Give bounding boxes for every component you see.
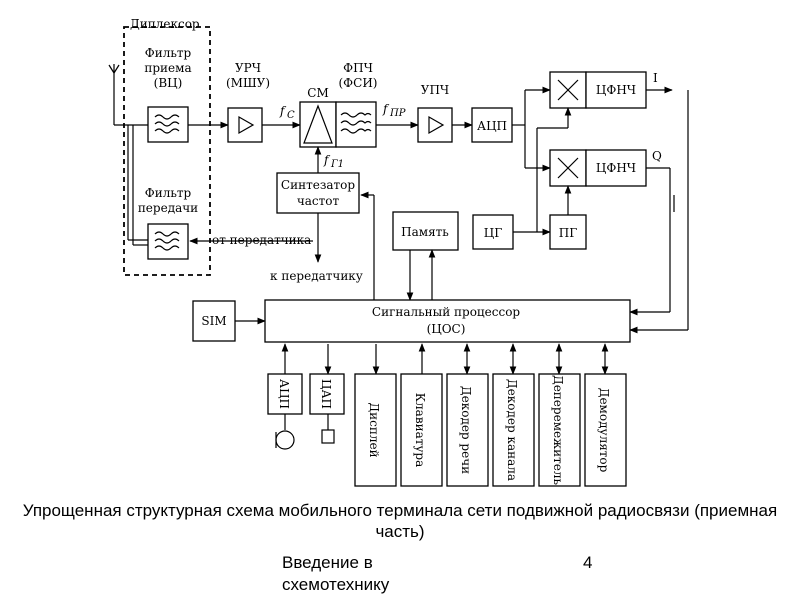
flo-sub-label: Г1 bbox=[330, 159, 344, 170]
fif-label: f bbox=[382, 102, 390, 116]
lpf-i-box bbox=[585, 71, 647, 109]
periph-channel-decoder: Декодер канала bbox=[492, 343, 535, 487]
tx-filter-box bbox=[147, 223, 189, 260]
page-number: 4 bbox=[583, 553, 593, 572]
ifa-amplifier-icon bbox=[428, 115, 445, 135]
speaker-icon bbox=[321, 429, 335, 444]
multiply-icon bbox=[557, 79, 579, 101]
cg-label: ЦГ bbox=[484, 226, 502, 240]
to-transmitter-label: к передатчику bbox=[270, 269, 363, 283]
from-transmitter-label: от передатчика bbox=[212, 233, 311, 247]
output-q-label: Q bbox=[652, 149, 662, 163]
microphone-icon bbox=[275, 430, 295, 450]
block-diagram: Диплексор Фильтр приема (ВЦ) Фильтр пере… bbox=[108, 17, 689, 487]
lpf-i-label: ЦФНЧ bbox=[596, 83, 636, 97]
periph-deinterleaver: Деперемежитель bbox=[538, 343, 581, 487]
mixer-label: СМ bbox=[307, 86, 328, 100]
multiply-q-icon bbox=[557, 157, 579, 179]
rx-filter-wave-icon bbox=[154, 114, 180, 134]
fif-sub-label: ПР bbox=[389, 108, 406, 119]
periph-demodulator: Демодулятор bbox=[584, 343, 627, 487]
periph-adc-label: АЦП bbox=[277, 379, 291, 409]
sim-box bbox=[192, 300, 236, 342]
cg-box bbox=[472, 214, 514, 250]
duplexer-label: Диплексор bbox=[130, 17, 200, 31]
output-i-label: I bbox=[653, 71, 658, 85]
svg-text:Декодер канала: Декодер канала bbox=[505, 379, 519, 481]
svg-text:Дисплей: Дисплей bbox=[367, 402, 381, 457]
ifa-label: УПЧ bbox=[421, 83, 449, 97]
dsp-box bbox=[264, 299, 631, 343]
lna-label-2: (МШУ) bbox=[226, 76, 270, 90]
synth-label-2: частот bbox=[297, 194, 340, 208]
rx-filter-label-3: (ВЦ) bbox=[154, 76, 183, 90]
memory-box bbox=[392, 211, 459, 251]
periph-display: Дисплей bbox=[354, 344, 397, 487]
svg-text:Декодер речи: Декодер речи bbox=[459, 386, 473, 474]
bpf-label-1: ФПЧ bbox=[343, 61, 373, 75]
bpf-label-2: (ФСИ) bbox=[339, 76, 378, 90]
periph-speech-decoder: Декодер речи bbox=[446, 343, 489, 487]
flo-label: f bbox=[323, 153, 331, 167]
svg-text:Деперемежитель: Деперемежитель bbox=[551, 375, 565, 486]
svg-text:Клавиатура: Клавиатура bbox=[413, 393, 427, 468]
svg-text:Демодулятор: Демодулятор bbox=[597, 388, 611, 473]
sim-label: SIM bbox=[201, 314, 226, 328]
periph-keyboard: Клавиатура bbox=[400, 343, 443, 487]
ifa-box bbox=[417, 107, 453, 143]
lna-label-1: УРЧ bbox=[235, 61, 261, 75]
dsp-label-2: (ЦОС) bbox=[427, 322, 466, 336]
figure-caption: Упрощенная структурная схема мобильного … bbox=[22, 501, 778, 541]
tx-filter-label-2: передачи bbox=[138, 201, 198, 215]
bpf-wave-icon bbox=[340, 112, 372, 134]
lpf-q-label: ЦФНЧ bbox=[596, 161, 636, 175]
tx-filter-wave-icon bbox=[154, 231, 180, 251]
adc-box bbox=[471, 107, 513, 143]
rx-filter-box bbox=[147, 106, 189, 143]
pg-label: ПГ bbox=[559, 226, 577, 240]
fc-sub-label: C bbox=[287, 110, 295, 121]
tx-filter-label-1: Фильтр bbox=[145, 186, 192, 200]
antenna-icon bbox=[108, 64, 148, 246]
memory-label: Память bbox=[401, 225, 449, 239]
footer-course: Введение в схемотехнику bbox=[282, 553, 390, 594]
amplifier-icon bbox=[238, 115, 255, 135]
periph-dac-label: ЦАП bbox=[319, 379, 333, 409]
synth-label-1: Синтезатор bbox=[281, 178, 355, 192]
rx-filter-label-1: Фильтр bbox=[145, 46, 192, 60]
mixer-icon bbox=[303, 104, 333, 144]
duplexer-frame bbox=[123, 26, 211, 276]
periph-adc-box bbox=[267, 373, 303, 415]
periph-dac-box bbox=[309, 373, 345, 415]
dsp-label-1: Сигнальный процессор bbox=[372, 305, 521, 319]
fc-label: f bbox=[279, 104, 287, 118]
adc-label: АЦП bbox=[477, 119, 507, 133]
lna-box bbox=[227, 107, 263, 143]
rx-filter-label-2: приема bbox=[144, 61, 191, 75]
